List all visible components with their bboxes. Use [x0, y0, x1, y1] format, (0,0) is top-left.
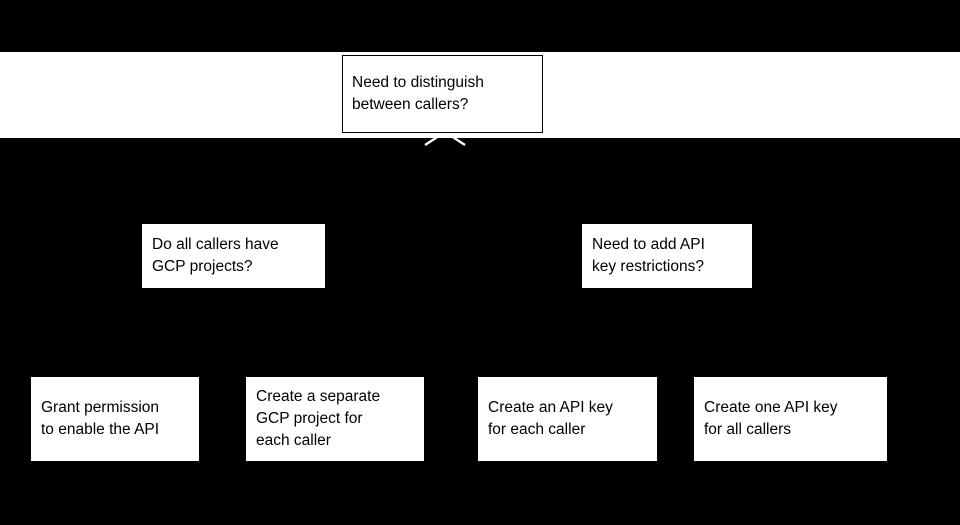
node-outcome-grant-permission-label: Grant permission to enable the API — [41, 399, 160, 438]
node-decision-api-key-restrictions[interactable]: Need to add API key restrictions? — [582, 224, 752, 288]
node-outcome-api-key-each-caller-label: Create an API key for each caller — [488, 399, 613, 438]
node-outcome-one-api-key-all[interactable]: Create one API key for all callers — [694, 377, 887, 461]
node-root-question-label: Need to distinguish between callers? — [352, 74, 484, 113]
node-outcome-api-key-each-caller[interactable]: Create an API key for each caller — [478, 377, 657, 461]
node-outcome-one-api-key-all-label: Create one API key for all callers — [704, 399, 838, 438]
node-root-question[interactable]: Need to distinguish between callers? — [342, 55, 543, 133]
node-outcome-separate-gcp-project-label: Create a separate GCP project for each c… — [256, 388, 381, 449]
node-decision-gcp-projects-label: Do all callers have GCP projects? — [152, 236, 279, 275]
node-decision-api-key-restrictions-label: Need to add API key restrictions? — [592, 236, 705, 275]
node-outcome-separate-gcp-project[interactable]: Create a separate GCP project for each c… — [246, 377, 424, 461]
node-outcome-grant-permission[interactable]: Grant permission to enable the API — [31, 377, 199, 461]
node-decision-gcp-projects[interactable]: Do all callers have GCP projects? — [142, 224, 325, 288]
